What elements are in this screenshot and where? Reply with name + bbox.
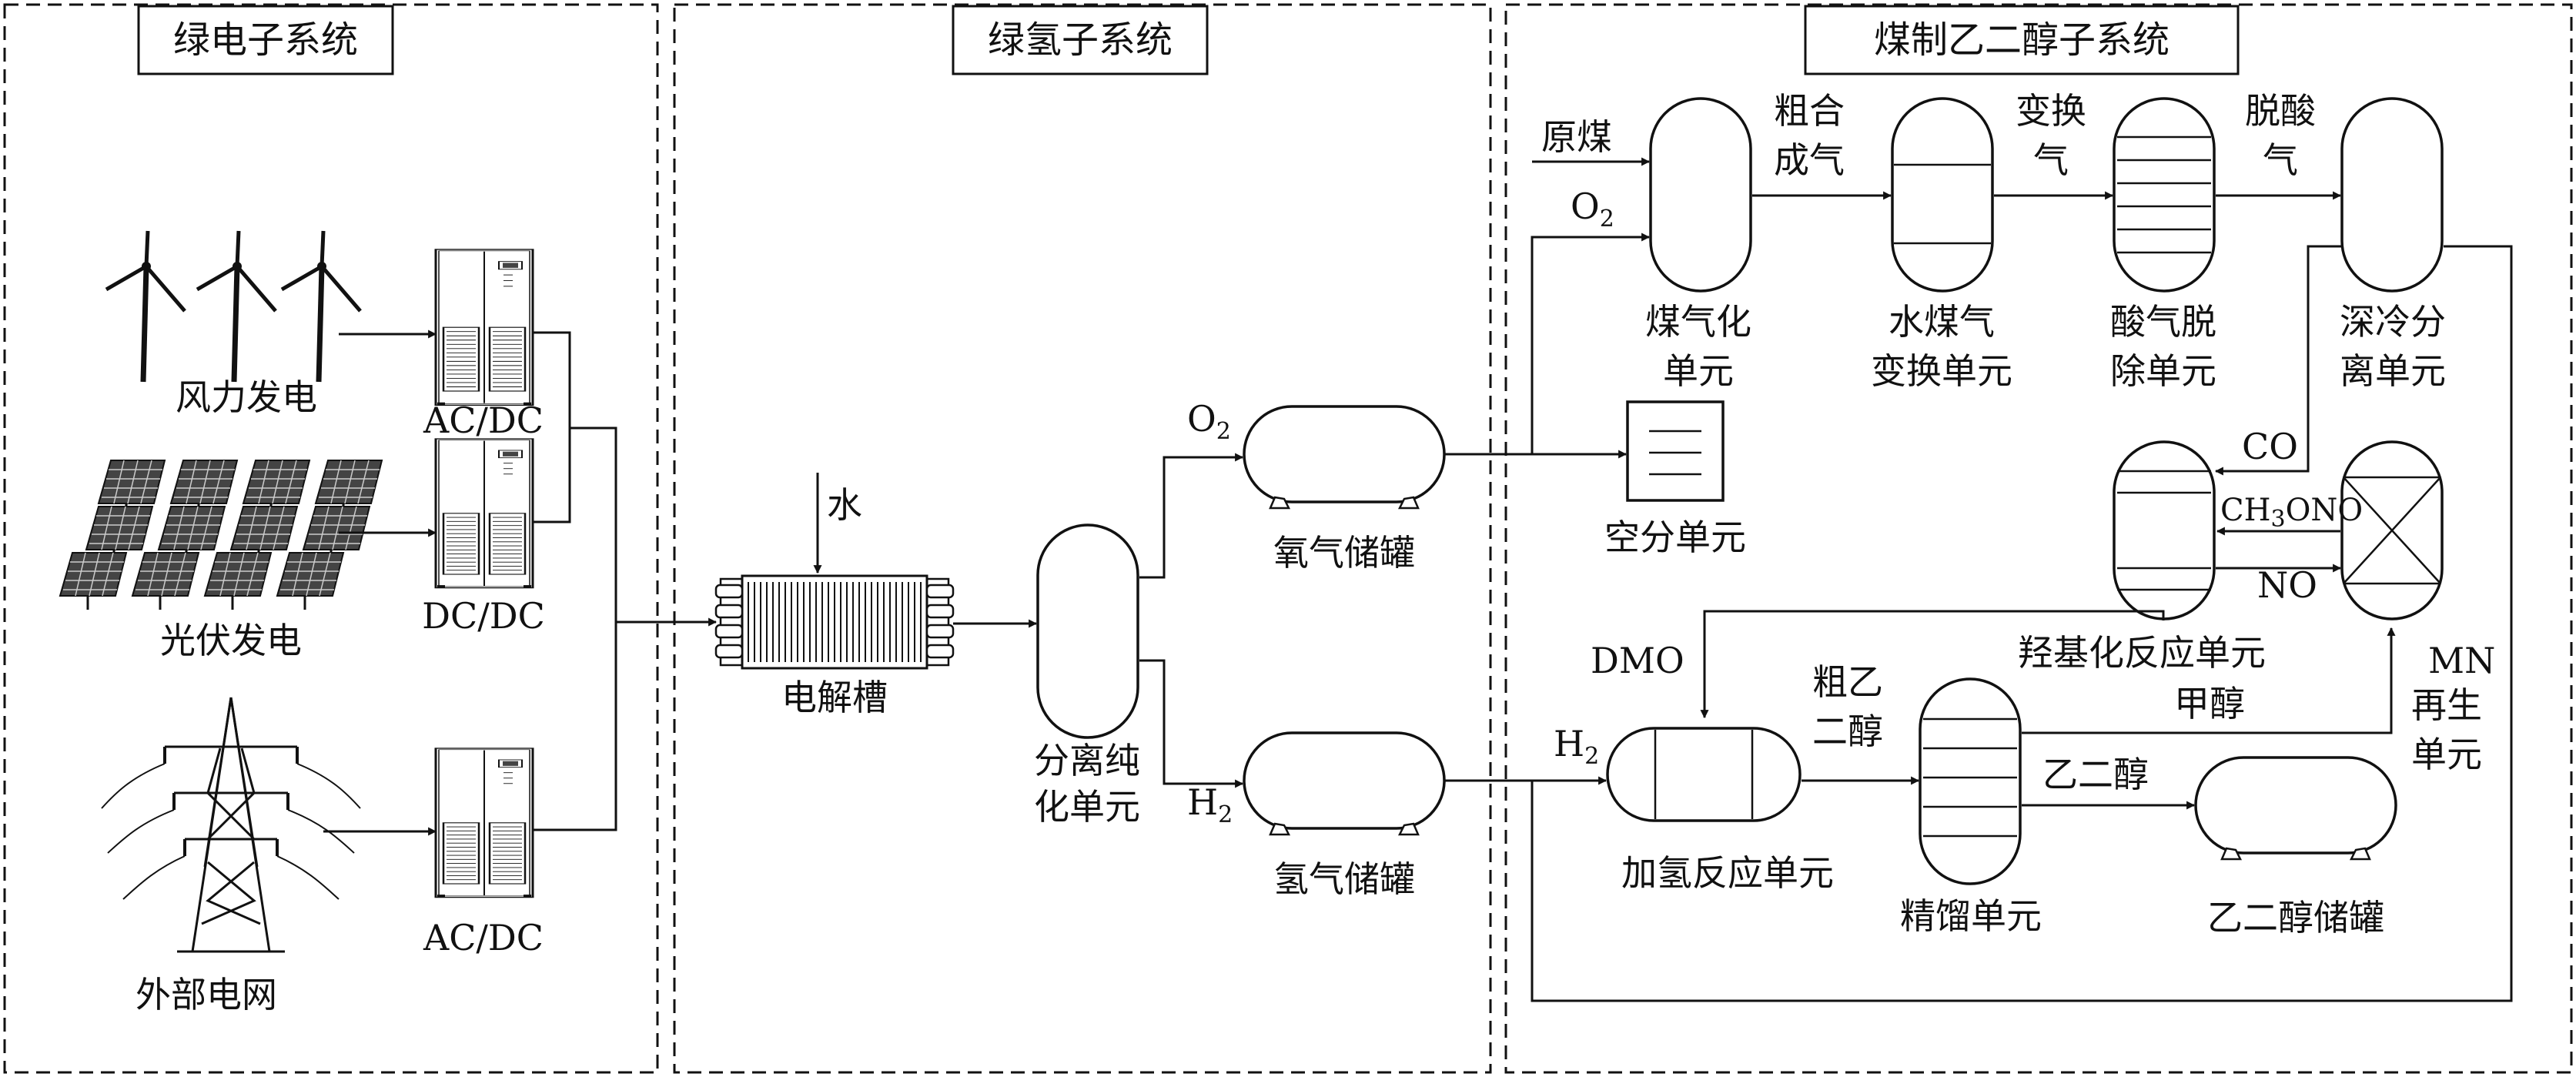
wind-turbines-icon	[106, 231, 360, 382]
acid-removal-label-line1: 酸气脱	[2110, 301, 2216, 343]
gasifier-unit	[1649, 97, 1752, 293]
ac-dc-label-grid: AC/DC	[423, 917, 544, 958]
acid-removal-label-line2: 除单元	[2110, 350, 2216, 392]
section-frame-green-power	[3, 3, 659, 1074]
acid-gas-removal-unit	[2113, 97, 2216, 293]
hydrogen-tank	[1243, 731, 1446, 836]
separation-label-line2: 化单元	[1034, 786, 1140, 828]
ac-dc-converter-grid	[434, 747, 534, 899]
no-label: NO	[2257, 564, 2317, 606]
mn-label-line2: 再生	[2411, 684, 2482, 726]
co-label: CO	[2242, 426, 2298, 467]
gasifier-label-line2: 单元	[1663, 350, 1734, 392]
shifted-gas-label-line1: 变换	[2016, 90, 2086, 132]
section-title-green-hydrogen: 绿氢子系统	[988, 18, 1173, 62]
carbonylation-reactor	[2113, 440, 2216, 620]
cryogenic-separation-unit	[2340, 97, 2444, 293]
air-separation-unit	[1626, 400, 1725, 502]
crude-eg-label-line2: 二醇	[1812, 711, 1883, 752]
oxygen-tank-label: 氧气储罐	[1273, 532, 1415, 574]
shift-label-line1: 水煤气	[1889, 301, 1995, 343]
o2-label-coal: O2	[1571, 186, 1614, 232]
methanol-label: 甲醇	[2174, 683, 2245, 724]
separation-purification-unit	[1036, 523, 1139, 739]
water-gas-shift-unit	[1891, 97, 1994, 293]
raw-coal-label: 原煤	[1541, 116, 1612, 158]
crude-eg-label-line1: 粗乙	[1812, 661, 1883, 703]
eg-label: 乙二醇	[2042, 754, 2149, 795]
hydrogen-tank-label: 氢气储罐	[1273, 858, 1415, 900]
gasifier-label-line1: 煤气化	[1645, 301, 1751, 343]
electrolyzer-label: 电解槽	[781, 677, 888, 718]
oxygen-tank	[1243, 405, 1446, 510]
dc-dc-label-pv: DC/DC	[422, 595, 545, 637]
crude-syngas-label-line2: 成气	[1774, 139, 1845, 181]
pv-power-label: 光伏发电	[160, 620, 302, 661]
mn-label-line1: MN	[2428, 640, 2495, 681]
section-title-green-power: 绿电子系统	[173, 18, 358, 62]
dc-dc-converter-pv	[434, 437, 534, 590]
transmission-tower-icon	[101, 697, 361, 953]
crude-syngas-label-line1: 粗合	[1774, 90, 1845, 132]
external-grid-label: 外部电网	[135, 974, 277, 1015]
h2-label-hydrogen: H2	[1187, 781, 1233, 828]
h2-label-coal: H2	[1554, 723, 1599, 770]
eg-storage-tank	[2194, 756, 2397, 861]
distillation-column	[1919, 677, 2022, 885]
section-frame-coal-to-eg	[1504, 3, 2573, 1074]
section-frame-green-hydrogen	[673, 3, 1492, 1074]
cryogenic-label-line2: 离单元	[2340, 350, 2446, 392]
cryogenic-label-line1: 深冷分	[2340, 301, 2446, 343]
section-title-coal-to-eg: 煤制乙二醇子系统	[1874, 18, 2170, 62]
solar-panels-icon	[59, 459, 383, 611]
hydrogenation-label: 加氢反应单元	[1621, 852, 1834, 894]
hydrogenation-reactor	[1606, 727, 1802, 822]
ac-dc-converter-wind	[434, 248, 534, 406]
shifted-gas-label-line2: 气	[2033, 139, 2069, 181]
ch3ono-label: CH3ONO	[2220, 493, 2363, 533]
deacid-gas-label-line1: 脱酸	[2245, 90, 2316, 132]
mn-label-line3: 单元	[2411, 734, 2482, 775]
wind-power-label: 风力发电	[176, 376, 317, 418]
ac-dc-label-wind: AC/DC	[423, 400, 544, 441]
carbonylation-label: 羟基化反应单元	[2018, 632, 2266, 674]
air-separation-label: 空分单元	[1604, 517, 1746, 558]
dmo-label: DMO	[1591, 640, 1684, 681]
deacid-gas-label-line2: 气	[2263, 139, 2298, 181]
separation-label-line1: 分离纯	[1034, 740, 1140, 781]
o2-label-hydrogen: O2	[1187, 398, 1231, 445]
electrolyzer-icon	[714, 574, 955, 670]
shift-label-line2: 变换单元	[1871, 350, 2012, 392]
distillation-label: 精馏单元	[1900, 895, 2042, 937]
eg-tank-label: 乙二醇储罐	[2207, 897, 2384, 938]
water-label: 水	[827, 484, 862, 526]
